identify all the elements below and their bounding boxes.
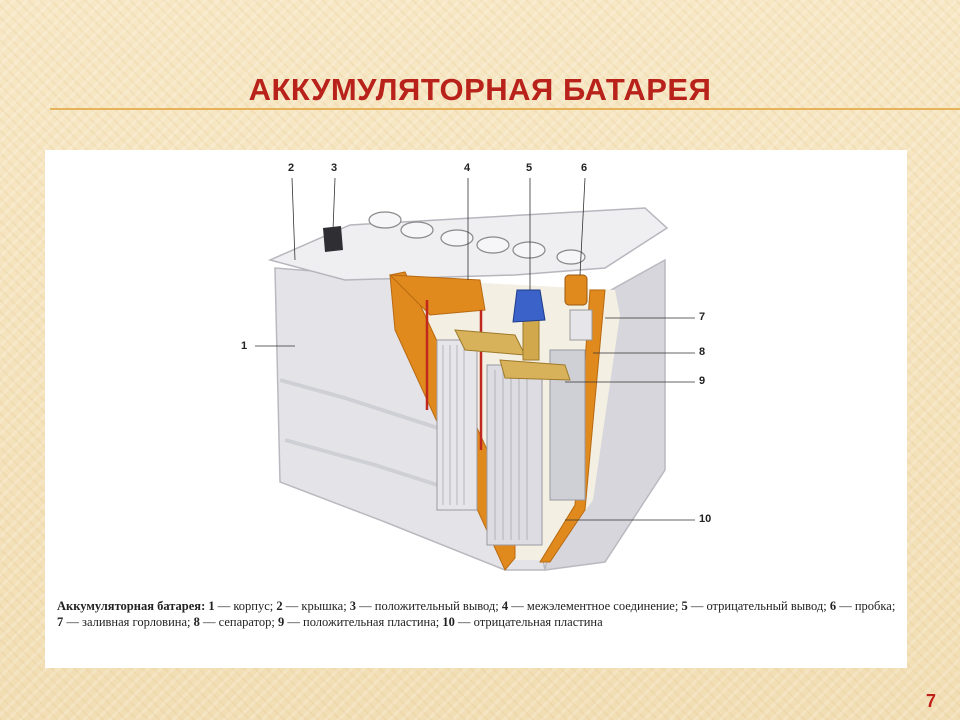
callout-8: 8 bbox=[699, 346, 706, 358]
caption-item-number: 4 bbox=[501, 599, 509, 613]
positive-terminal bbox=[323, 226, 343, 252]
callout-9: 9 bbox=[699, 375, 706, 387]
caption-item-number: 9 bbox=[278, 615, 285, 629]
caption-item-number: 3 bbox=[349, 599, 357, 613]
caption-item-label: положительный вывод bbox=[374, 599, 496, 613]
battery-illustration bbox=[255, 177, 695, 571]
page-number: 7 bbox=[925, 691, 936, 711]
callout-10: 10 bbox=[699, 513, 712, 525]
caption-item-number: 5 bbox=[681, 599, 688, 613]
caption-title: Аккумуляторная батарея: bbox=[57, 599, 206, 613]
callout-3: 3 bbox=[331, 162, 338, 174]
caption-item-number: 10 bbox=[442, 615, 455, 629]
cut-edge bbox=[539, 289, 606, 563]
caption-item-label: пробка bbox=[854, 599, 892, 613]
callout-5: 5 bbox=[526, 162, 533, 174]
callout-7: 7 bbox=[699, 311, 706, 323]
negative-terminal-post bbox=[522, 314, 540, 361]
casing-rib bbox=[279, 378, 476, 442]
caption-item-number: 7 bbox=[57, 615, 64, 629]
cut-edge bbox=[388, 274, 486, 316]
caption-item-label: заливная горловина bbox=[82, 615, 188, 629]
slide-title: АККУМУЛЯТОРНАЯ БАТАРЕЯ bbox=[248, 72, 712, 107]
callout-1: 1 bbox=[241, 340, 248, 352]
caption-item-label: положительная пластина bbox=[303, 615, 436, 629]
leader-lines bbox=[255, 177, 695, 521]
caption-item-number: 8 bbox=[193, 615, 200, 629]
callout-2: 2 bbox=[288, 162, 295, 174]
callout-6: 6 bbox=[581, 162, 588, 174]
caption-item-label: крышка bbox=[301, 599, 344, 613]
plate-lines bbox=[442, 345, 528, 540]
title-divider bbox=[50, 108, 960, 110]
callout-4: 4 bbox=[464, 162, 471, 174]
caption-item-number: 1 bbox=[208, 599, 215, 613]
filler-neck bbox=[569, 309, 593, 341]
caption-item-label: отрицательная пластина bbox=[473, 615, 603, 629]
caption-item-label: сепаратор bbox=[218, 615, 272, 629]
caption-item-number: 6 bbox=[829, 599, 837, 613]
cell-connector bbox=[499, 359, 571, 381]
vent-caps bbox=[368, 211, 586, 265]
vent-plug bbox=[564, 274, 588, 306]
battery-figure: 1 2 3 4 5 6 7 8 9 10 Аккумуляторная бата… bbox=[45, 150, 907, 668]
caption-item-number: 2 bbox=[276, 599, 283, 613]
caption-item-label: межэлементное соединение bbox=[526, 599, 675, 613]
figure-caption: Аккумуляторная батарея: 1 — корпус; 2 — … bbox=[57, 599, 896, 629]
caption-item-label: корпус bbox=[233, 599, 270, 613]
negative-terminal bbox=[512, 289, 546, 323]
caption-item-label: отрицательный вывод bbox=[706, 599, 824, 613]
